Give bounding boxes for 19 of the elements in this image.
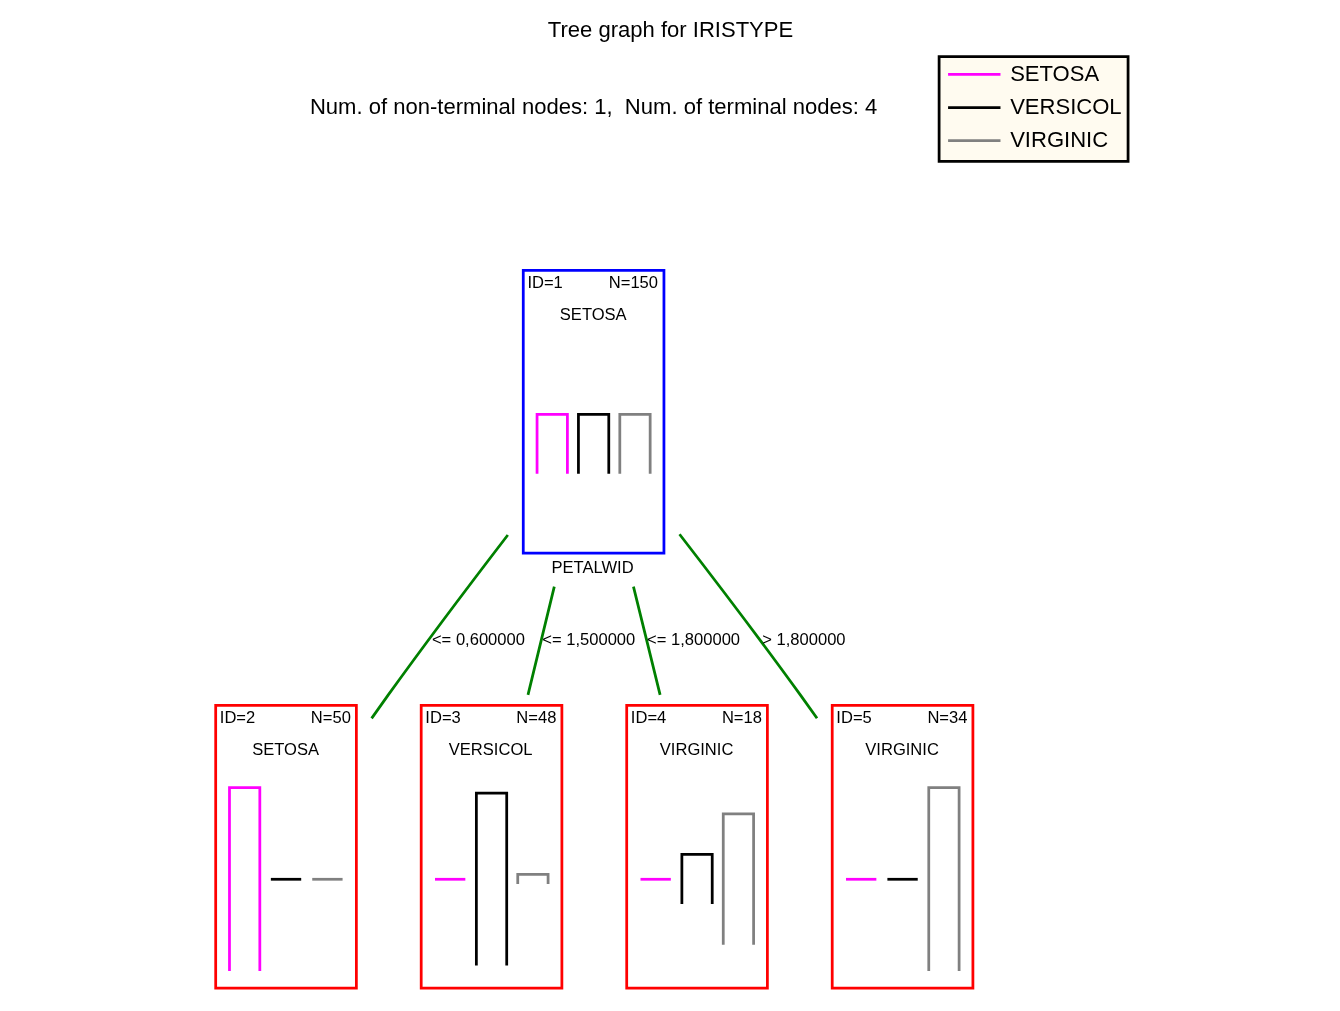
node-box: ID=2 N=50 SETOSA (213, 704, 358, 990)
edge-label: <= 1,500000 (541, 629, 635, 649)
node-box: ID=1 N=150 SETOSA (521, 268, 665, 555)
diagram-title: Tree graph for IRISTYPE (547, 16, 793, 42)
connector (526, 586, 556, 696)
edge-label: <= 0,600000 (431, 629, 525, 649)
legend-label: VIRGINIC (1009, 127, 1108, 153)
legend-label: SETOSA (1009, 61, 1099, 87)
edge-label: > 1,800000 (761, 629, 846, 649)
node-box: ID=4 N=18 VIRGINIC (624, 704, 769, 990)
connector (370, 534, 509, 720)
legend-label: VERSICOL (1009, 94, 1122, 120)
edge-label: <= 1,800000 (646, 629, 740, 649)
connector (631, 586, 661, 696)
node-box: ID=3 N=48 VERSICOL (419, 704, 563, 990)
node-box: ID=5 N=34 VIRGINIC (830, 704, 974, 990)
node-label: PETALWID (551, 558, 634, 578)
label: Num. of non-terminal nodes: 1, Num. of terminal nodes: 4 (309, 94, 877, 120)
connector (677, 533, 818, 720)
